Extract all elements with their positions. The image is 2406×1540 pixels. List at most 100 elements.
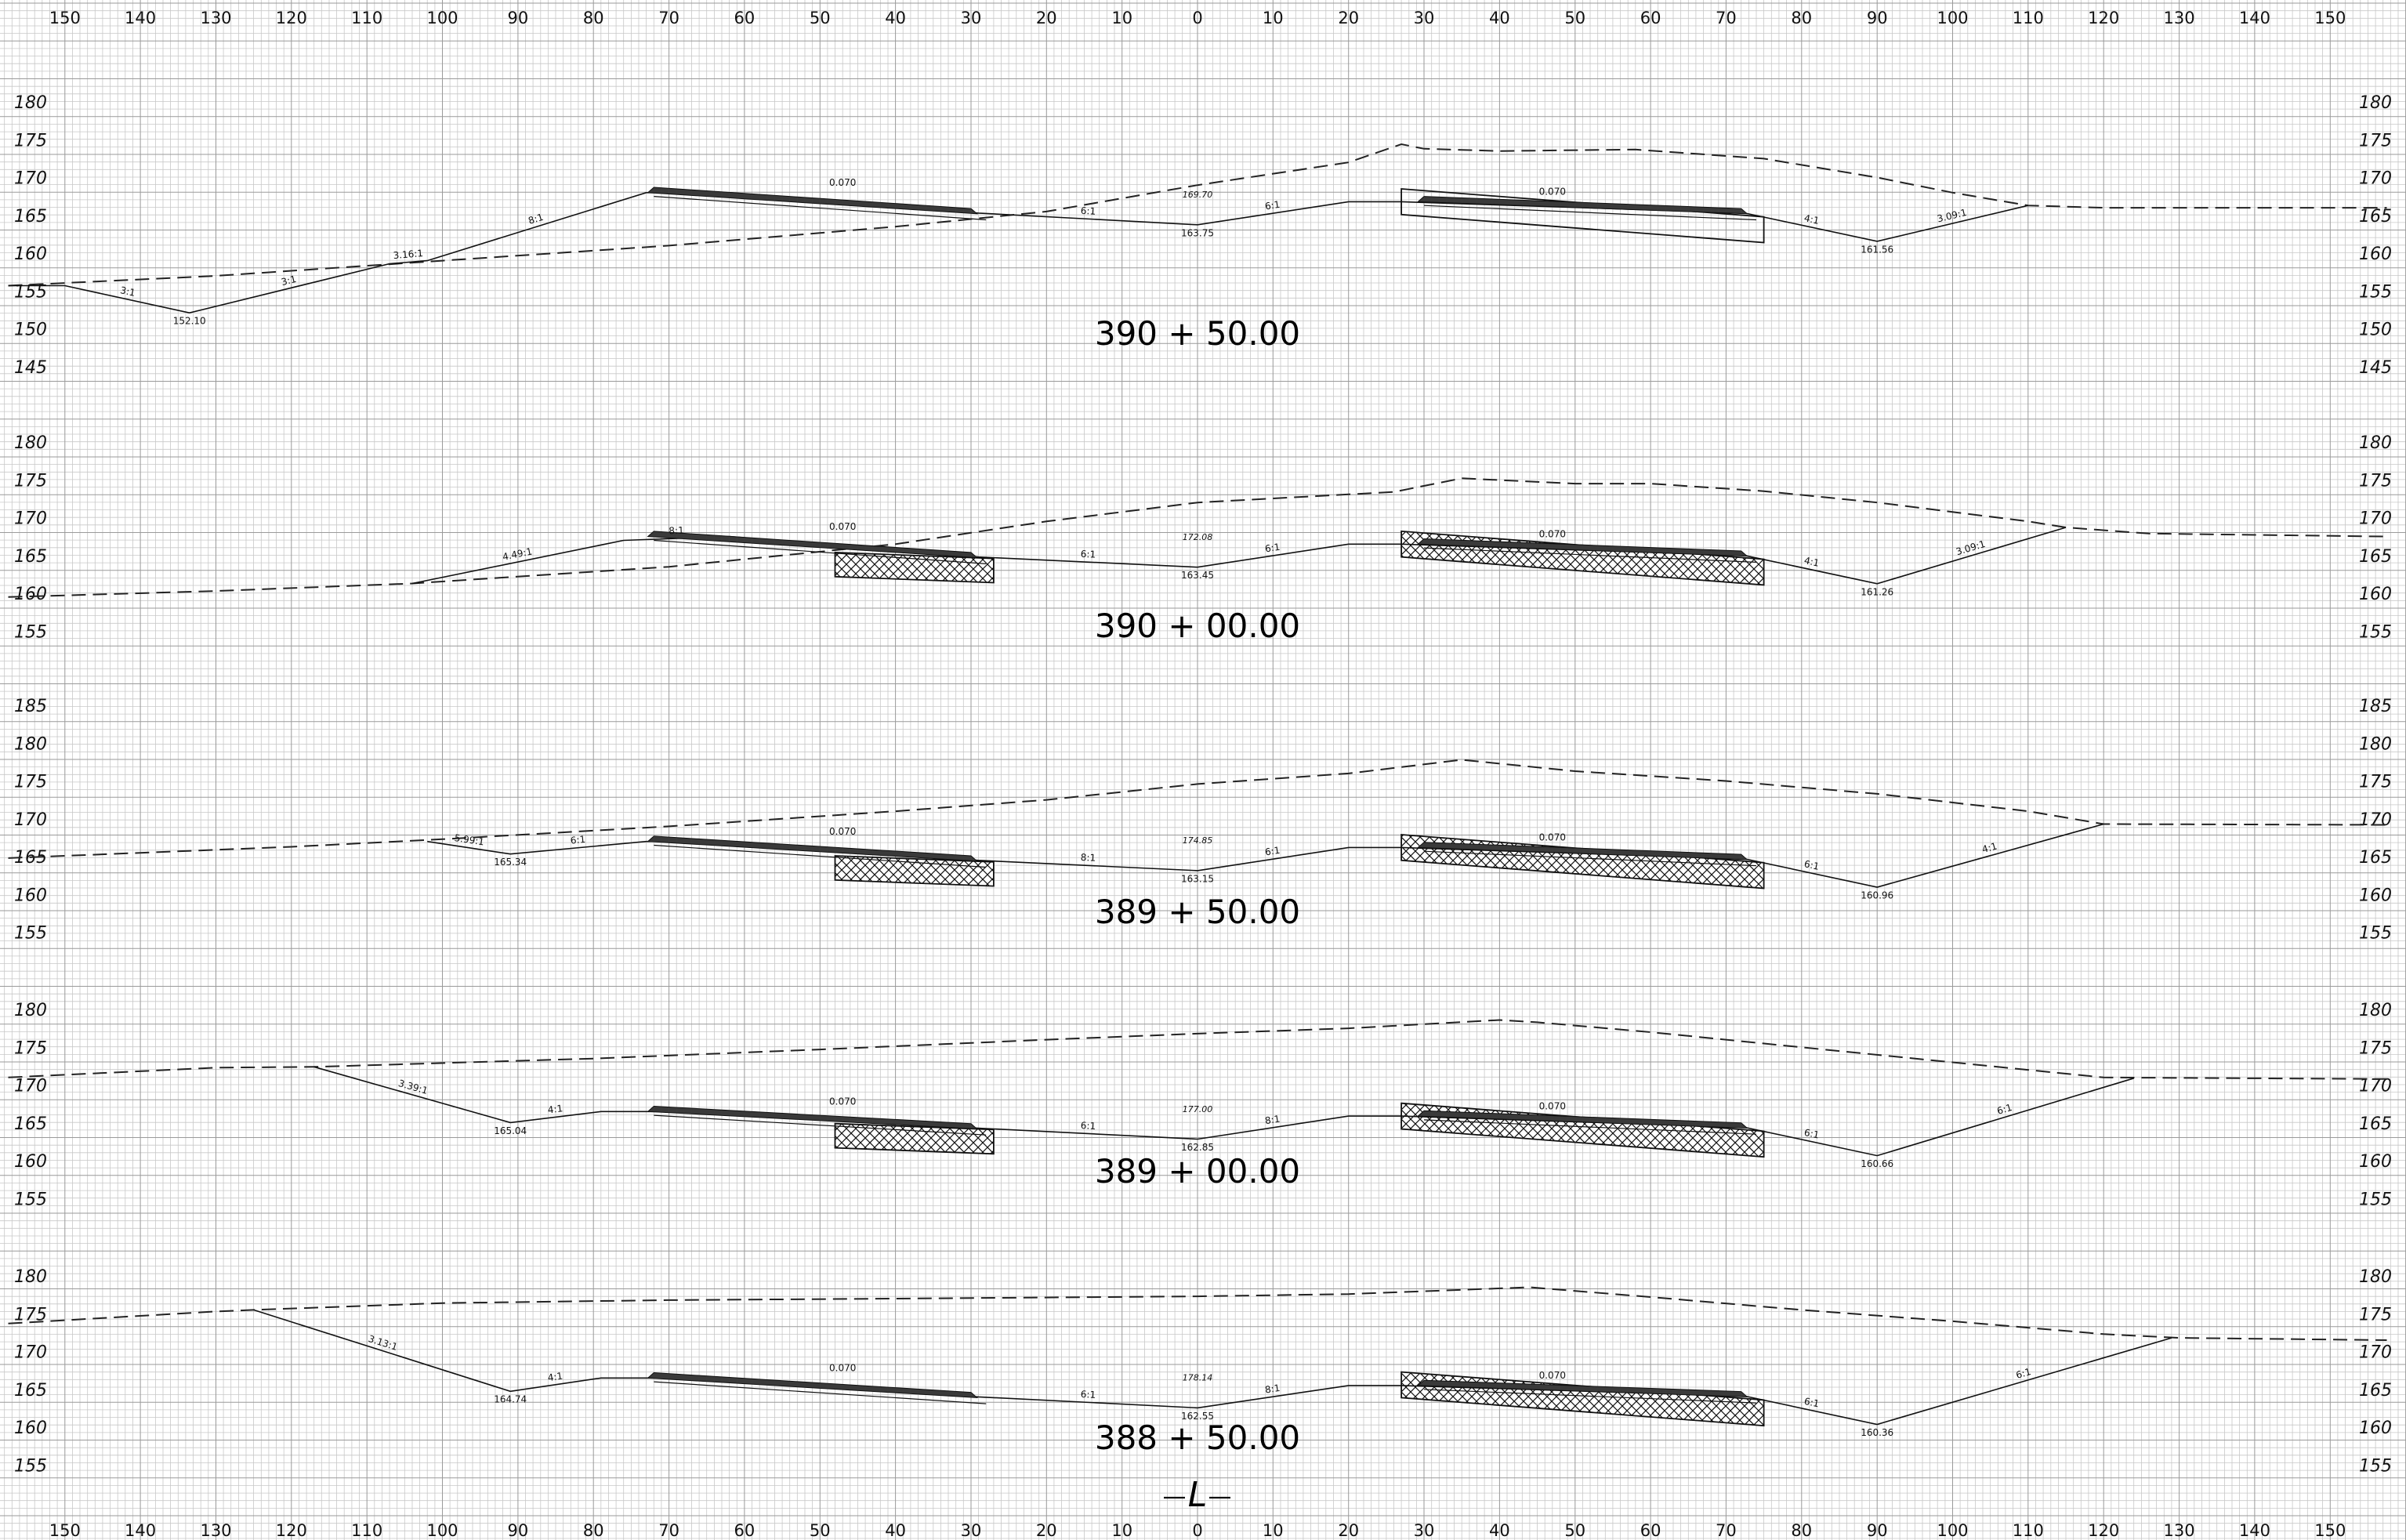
- crossfall-right-label: 0.070: [1539, 187, 1566, 197]
- slope-ratio-label: 6:1: [2015, 1366, 2032, 1381]
- right-ditch-elevation: 160.96: [1861, 890, 1893, 901]
- offset-tick-label: 140: [125, 9, 156, 27]
- slope-ratio-label: 6:1: [1264, 845, 1281, 858]
- existing-ground-line: [8, 1019, 2387, 1080]
- slope-ratio-label: 6:1: [1264, 542, 1281, 555]
- offset-tick-label: 110: [351, 9, 382, 27]
- right-base-course-line: [1423, 850, 1757, 867]
- offset-tick-label: 130: [2164, 1521, 2195, 1540]
- elevation-label-right: 165: [2359, 207, 2392, 226]
- left-subgrade-structure: [834, 855, 995, 887]
- offset-tick-label: 60: [734, 9, 755, 27]
- elevation-label-right: 185: [2359, 697, 2392, 716]
- offset-tick-label: 80: [1791, 1521, 1812, 1540]
- offset-tick-label: 80: [1791, 9, 1812, 27]
- offset-tick-label: 130: [200, 1521, 231, 1540]
- offset-tick-label: 90: [508, 1521, 529, 1540]
- slope-ratio-label: 8:1: [1264, 1113, 1281, 1126]
- elevation-label-right: 145: [2359, 358, 2392, 378]
- elevation-label-right: 160: [2359, 245, 2392, 264]
- sections-group: 180 180 175 175 170 170 165 165 160 160 155 155 150 1…: [8, 93, 2392, 1476]
- elevation-label-left: 175: [14, 131, 47, 150]
- right-ditch-elevation: 160.36: [1861, 1427, 1893, 1438]
- offset-tick-label: 0: [1192, 9, 1202, 27]
- median-low-elevation: 162.85: [1181, 1142, 1214, 1153]
- elevation-label-right: 150: [2359, 321, 2392, 340]
- elevation-label-left: 155: [14, 924, 47, 944]
- elevation-label-left: 175: [14, 773, 47, 792]
- right-pavement: [1417, 1379, 1748, 1397]
- slope-ratio-label: 6:1: [1803, 858, 1821, 872]
- offset-tick-label: 90: [1867, 1521, 1888, 1540]
- left-pavement: [647, 1105, 979, 1130]
- offset-tick-label: 70: [1716, 9, 1737, 27]
- offset-tick-label: 20: [1338, 9, 1359, 27]
- elevation-label-left: 180: [14, 433, 47, 453]
- offset-tick-label: 100: [1937, 1521, 1968, 1540]
- offset-tick-label: 140: [2239, 9, 2270, 27]
- offset-tick-label: 20: [1036, 1521, 1057, 1540]
- slope-ratio-label: 4:1: [1803, 212, 1821, 226]
- offset-tick-label: 80: [583, 9, 604, 27]
- offset-tick-label: 120: [2088, 1521, 2119, 1540]
- design-template-line: [313, 1066, 2134, 1157]
- offset-tick-label: 120: [2088, 9, 2119, 27]
- crossfall-left-label: 0.070: [829, 1363, 856, 1374]
- elevation-label-right: 155: [2359, 1190, 2392, 1209]
- elevation-label-left: 170: [14, 810, 47, 830]
- elevation-label-left: 185: [14, 697, 47, 716]
- right-pavement: [1417, 538, 1748, 557]
- elevation-label-left: 145: [14, 358, 47, 378]
- elevation-label-right: 170: [2359, 810, 2392, 830]
- offset-tick-label: 150: [49, 9, 81, 27]
- elevation-label-left: 160: [14, 1152, 47, 1172]
- slope-ratio-label: 6:1: [1803, 1396, 1821, 1410]
- offset-tick-label: 150: [49, 1521, 81, 1540]
- slope-ratio-label: 4:1: [547, 1103, 563, 1115]
- offset-tick-label: 10: [1111, 9, 1132, 27]
- station-label: 388 + 50.00: [1095, 1419, 1300, 1457]
- elevation-label-left: 170: [14, 169, 47, 189]
- right-pavement: [1417, 1110, 1748, 1129]
- elevation-label-right: 165: [2359, 547, 2392, 567]
- slope-ratio-label: 6:1: [570, 834, 586, 846]
- offset-tick-label: 90: [508, 9, 529, 27]
- slope-ratio-label: 6:1: [1264, 199, 1281, 212]
- elevation-label-right: 165: [2359, 848, 2392, 868]
- median-low-elevation: 163.75: [1181, 227, 1214, 238]
- station-label: 390 + 50.00: [1095, 314, 1300, 353]
- left-base-course-line: [654, 1381, 987, 1404]
- elevation-label-left: 160: [14, 1419, 47, 1438]
- offset-tick-label: 40: [1489, 9, 1510, 27]
- right-pavement: [1417, 842, 1748, 861]
- offset-tick-label: 120: [276, 9, 307, 27]
- offset-tick-label: 40: [885, 9, 906, 27]
- elevation-label-right: 180: [2359, 1001, 2392, 1020]
- elevation-label-right: 155: [2359, 1456, 2392, 1476]
- left-pavement: [647, 187, 979, 215]
- median-low-elevation: 163.45: [1181, 570, 1214, 581]
- offset-tick-label: 80: [583, 1521, 604, 1540]
- elevation-label-right: 170: [2359, 169, 2392, 189]
- right-base-course-line: [1423, 1119, 1757, 1135]
- slope-ratio-label: 3.09:1: [1936, 207, 1968, 225]
- elevation-label-left: 160: [14, 585, 47, 604]
- left-ditch-elevation: 165.04: [494, 1125, 527, 1136]
- slope-ratio-label: 6:1: [1803, 1127, 1821, 1141]
- offset-tick-label: 60: [1640, 9, 1661, 27]
- right-pavement: [1417, 196, 1748, 215]
- elevation-label-left: 160: [14, 886, 47, 905]
- offset-tick-label: 30: [1414, 1521, 1435, 1540]
- elevation-label-left: 170: [14, 1077, 47, 1096]
- offset-tick-label: 0: [1192, 1521, 1202, 1540]
- slope-ratio-label: 6:1: [1995, 1102, 2013, 1117]
- elevation-label-right: 160: [2359, 886, 2392, 905]
- elevation-label-right: 175: [2359, 1305, 2392, 1324]
